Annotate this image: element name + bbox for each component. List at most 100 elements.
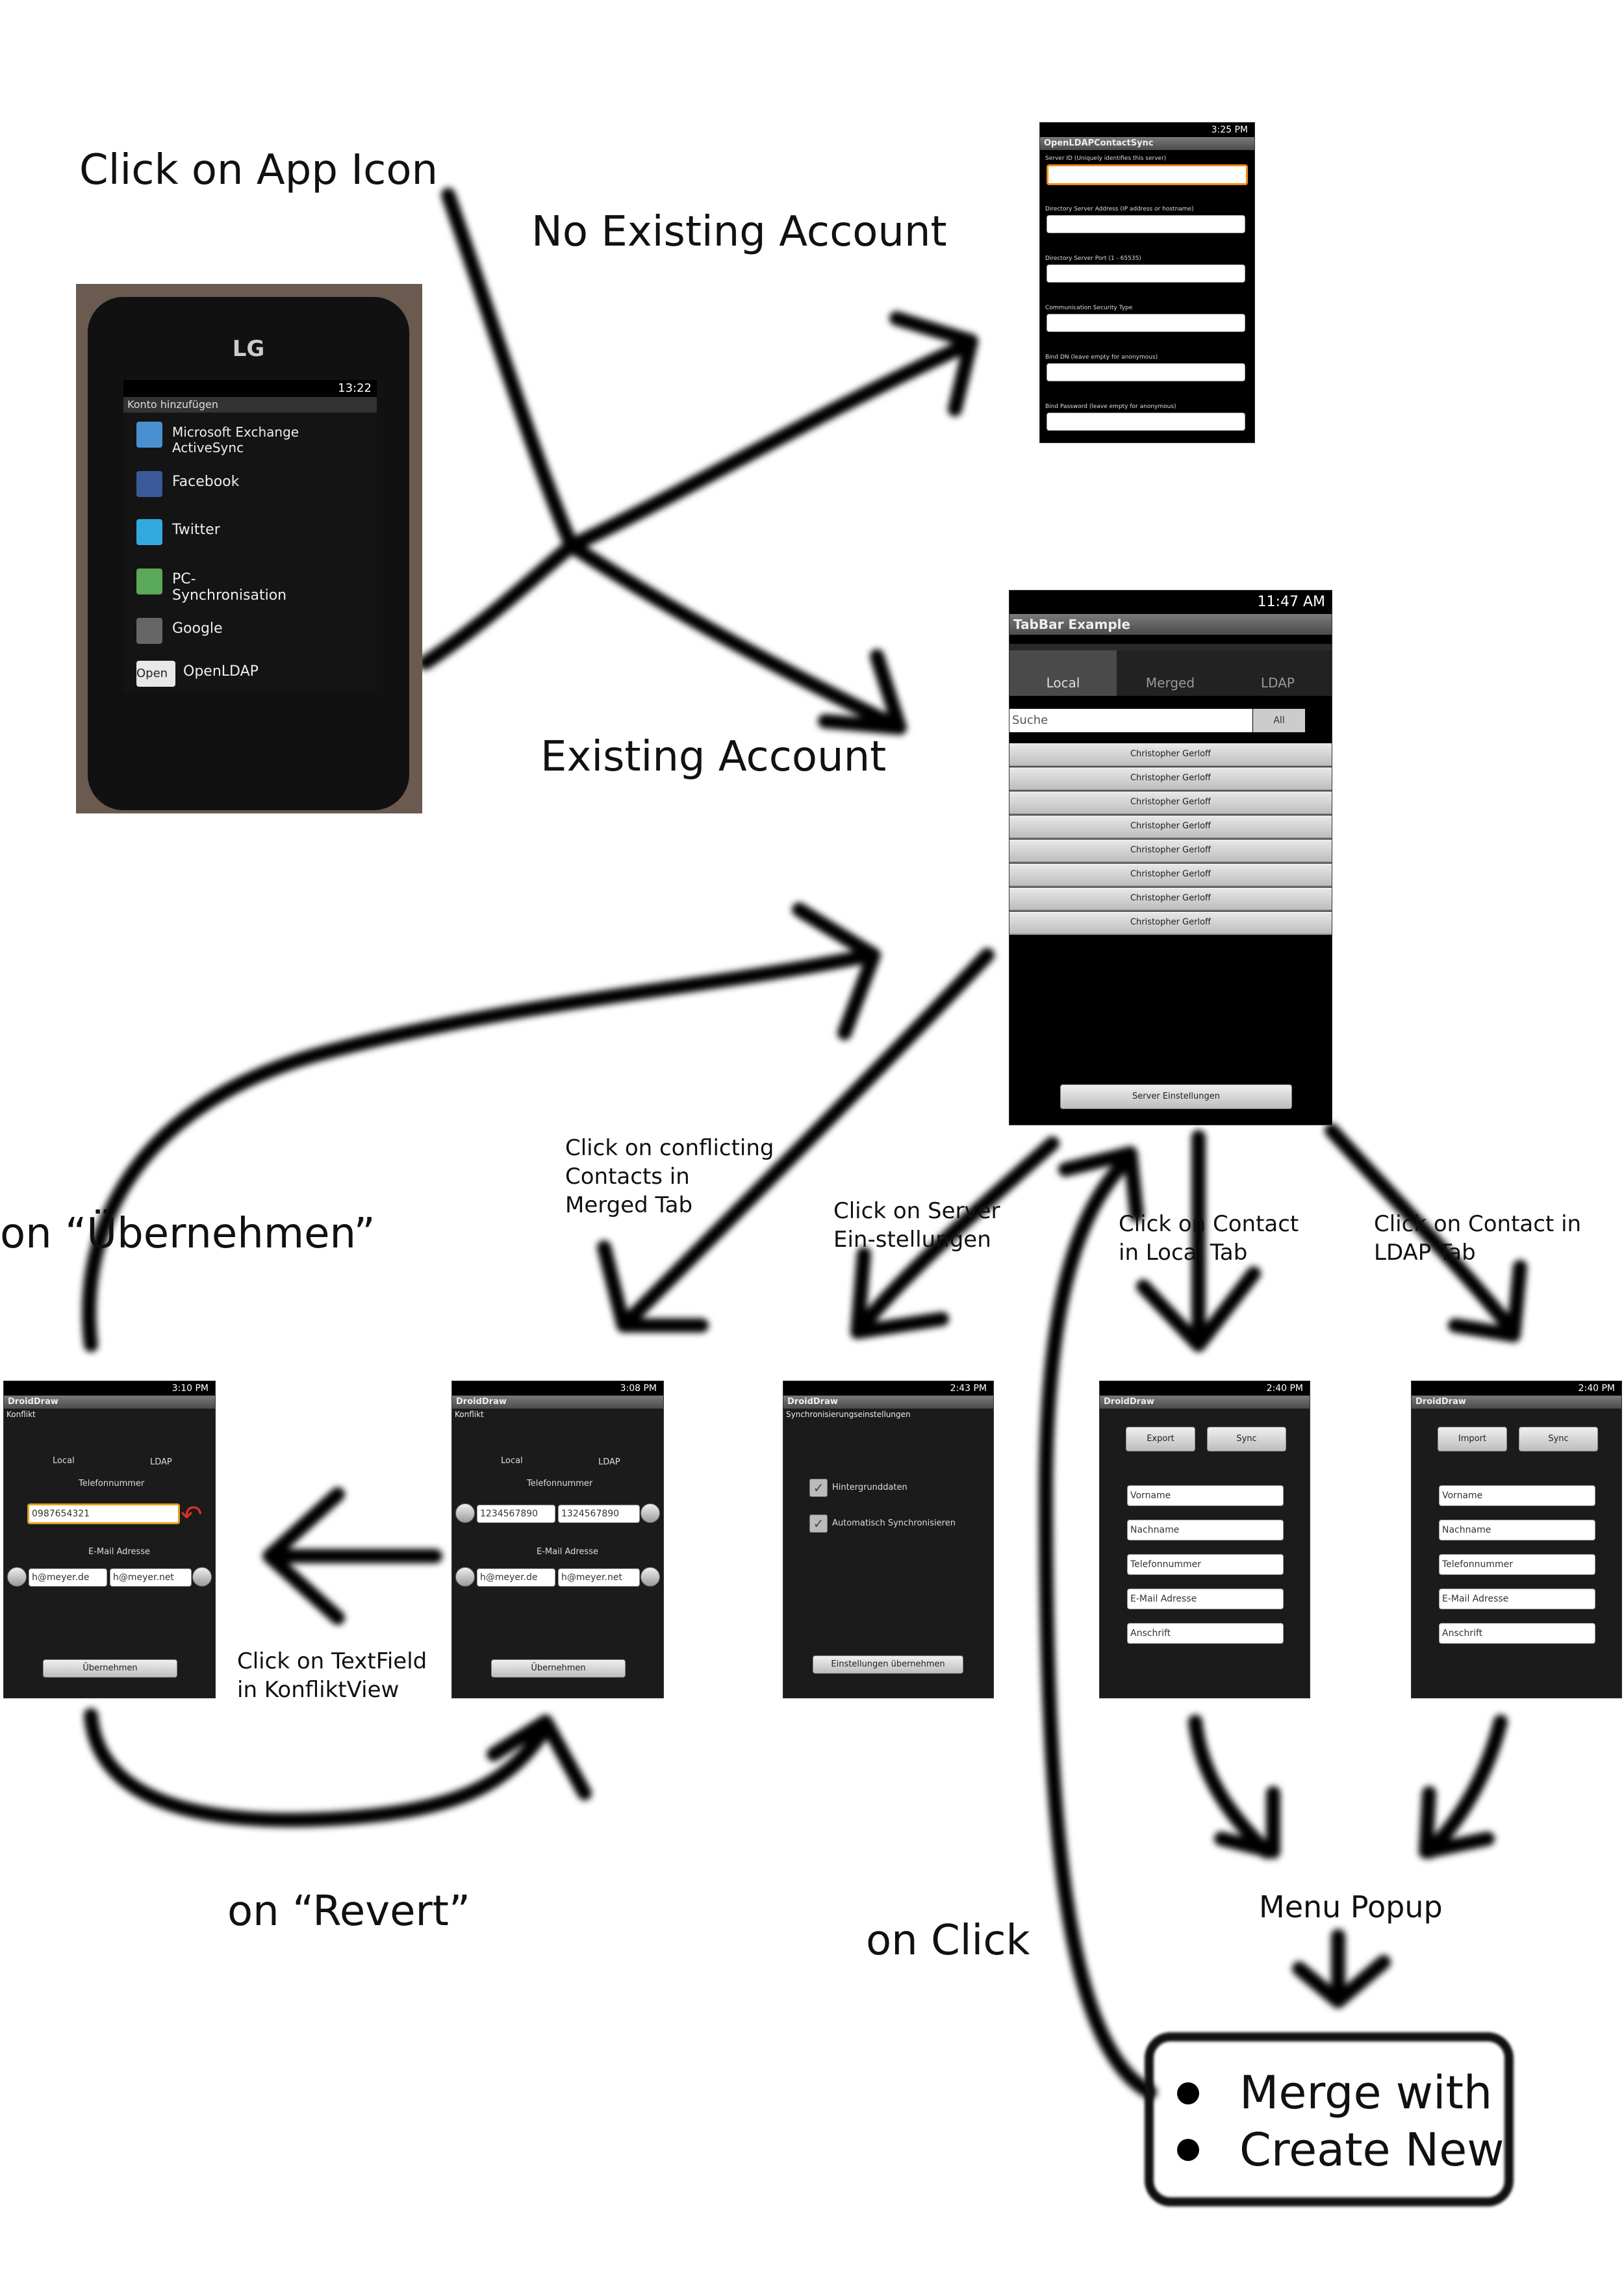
search-input[interactable]: Suche [1009, 709, 1252, 732]
status-bar: 2:40 PM [1100, 1381, 1310, 1396]
export-button[interactable]: Export [1126, 1427, 1195, 1451]
list-item[interactable]: Christopher Gerloff [1009, 791, 1332, 815]
facebook-icon [136, 471, 162, 497]
server-id-field[interactable] [1047, 164, 1248, 185]
address-field[interactable]: Anschrift [1127, 1623, 1284, 1644]
radio-button[interactable] [7, 1567, 27, 1587]
label-click-server: Click on Server Ein-stellungen [833, 1198, 1000, 1253]
label-click-app-icon: Click on App Icon [79, 146, 438, 194]
label-no-existing-account: No Existing Account [531, 208, 947, 256]
checkbox[interactable]: ✓ [809, 1514, 828, 1533]
arrow-head-uebernehmen [792, 902, 881, 1040]
phone-photo: LG 13:22 Konto hinzufügen Microsoft Exch… [76, 284, 422, 813]
arrow-to-tabs [418, 539, 907, 735]
arrow-ldap-menu [1422, 1715, 1508, 1859]
filter-select[interactable]: All [1253, 709, 1305, 732]
radio-button[interactable] [192, 1567, 212, 1587]
popup-create-new[interactable]: Create New [1239, 2123, 1504, 2177]
app-title: TabBar Example [1009, 614, 1332, 635]
phone-screen: 13:22 Konto hinzufügen Microsoft Exchang… [123, 380, 377, 692]
bind-dn-field[interactable] [1047, 363, 1245, 381]
apply-settings-button[interactable]: Einstellungen übernehmen [813, 1655, 963, 1674]
server-settings-button[interactable]: Server Einstellungen [1060, 1084, 1292, 1109]
arrow-head-konflikt [597, 1240, 709, 1333]
email-ldap-field[interactable]: h@meyer.net [110, 1568, 192, 1587]
tab-merged[interactable]: Merged [1117, 650, 1224, 696]
label-click-conflicting: Click on conflicting Contacts in Merged … [565, 1135, 774, 1218]
list-item[interactable]: Christopher Gerloff [1009, 743, 1332, 767]
label-on-revert: on “Revert” [227, 1887, 471, 1935]
status-bar: 3:10 PM [4, 1381, 215, 1396]
list-item[interactable]: Christopher Gerloff [1009, 888, 1332, 911]
status-bar: 3:08 PM [452, 1381, 663, 1396]
phone-title: Konto hinzufügen [123, 397, 377, 413]
pc-sync-icon [136, 568, 162, 594]
list-item[interactable]: Christopher Gerloff [1009, 863, 1332, 887]
screen-subtitle: Konflikt [6, 1410, 36, 1419]
list-item[interactable]: Christopher Gerloff [1009, 767, 1332, 791]
tabbar-screen: 11:47 AM TabBar Example Local Merged LDA… [1009, 590, 1332, 1125]
last-name-field[interactable]: Nachname [1439, 1520, 1595, 1540]
app-title: DroidDraw [4, 1396, 215, 1409]
address-field[interactable]: Anschrift [1439, 1623, 1595, 1644]
tab-ldap[interactable]: LDAP [1224, 650, 1332, 696]
phone-field[interactable]: Telefonnummer [1127, 1554, 1284, 1575]
arrow-head-ldap-menu [1419, 1786, 1495, 1859]
list-item[interactable]: Christopher Gerloff [1009, 815, 1332, 839]
last-name-field[interactable]: Nachname [1127, 1520, 1284, 1540]
uebernehmen-button[interactable]: Übernehmen [491, 1659, 626, 1678]
phone-field[interactable]: 0987654321 [27, 1503, 180, 1524]
phone-brand: LG [232, 336, 265, 362]
label-click-ldap: Click on Contact in LDAP Tab [1374, 1211, 1582, 1266]
tab-local[interactable]: Local [1009, 650, 1117, 696]
popup-merge-with[interactable]: Merge with [1239, 2066, 1493, 2119]
email-field[interactable]: E-Mail Adresse [1439, 1589, 1595, 1609]
app-title: DroidDraw [1100, 1396, 1310, 1409]
bind-password-field[interactable] [1047, 413, 1245, 431]
phone-local-field[interactable]: 1234567890 [477, 1505, 555, 1523]
checkbox[interactable]: ✓ [809, 1479, 828, 1497]
list-item[interactable]: Christopher Gerloff [1009, 912, 1332, 935]
arrow-head-ldap [1448, 1260, 1527, 1342]
label-click-local: Click on Contact in Local Tab [1119, 1211, 1299, 1266]
radio-button[interactable] [641, 1567, 660, 1587]
bullet-icon [1177, 2139, 1199, 2161]
screen-subtitle: Konflikt [455, 1410, 484, 1419]
arrow-on-click [1039, 1149, 1157, 2099]
email-ldap-field[interactable]: h@meyer.net [558, 1568, 640, 1587]
uebernehmen-button[interactable]: Übernehmen [43, 1659, 177, 1678]
app-title: DroidDraw [452, 1396, 663, 1409]
arrow-head-local [1136, 1266, 1261, 1352]
phone-ldap-field[interactable]: 1324567890 [558, 1505, 640, 1523]
menu-popup [1145, 2032, 1514, 2206]
konflikt-screen-1: 3:10 PM DroidDraw Konflikt Local LDAP Te… [3, 1381, 216, 1698]
status-bar: 3:25 PM [1040, 123, 1254, 137]
email-local-field[interactable]: h@meyer.de [29, 1568, 107, 1587]
radio-button[interactable] [641, 1503, 660, 1523]
konflikt-screen-2: 3:08 PM DroidDraw Konflikt Local LDAP Te… [451, 1381, 664, 1698]
sync-settings-screen: 2:43 PM DroidDraw Synchronisierungseinst… [783, 1381, 994, 1698]
local-contact-screen: 2:40 PM DroidDraw Export Sync Vorname Na… [1099, 1381, 1310, 1698]
phone-field[interactable]: Telefonnummer [1439, 1554, 1595, 1575]
import-button[interactable]: Import [1438, 1427, 1507, 1451]
server-setup-screen: 3:25 PM OpenLDAPContactSync Server ID (U… [1039, 122, 1255, 443]
revert-icon[interactable]: ↶ [181, 1500, 203, 1530]
server-address-field[interactable] [1047, 215, 1245, 233]
server-port-field[interactable] [1047, 264, 1245, 283]
radio-button[interactable] [455, 1567, 475, 1587]
first-name-field[interactable]: Vorname [1127, 1485, 1284, 1506]
email-field[interactable]: E-Mail Adresse [1127, 1589, 1284, 1609]
openldap-icon: Open [136, 661, 175, 687]
email-local-field[interactable]: h@meyer.de [477, 1568, 555, 1587]
status-bar: 2:43 PM [783, 1381, 993, 1396]
sync-button[interactable]: Sync [1207, 1427, 1286, 1451]
security-type-select[interactable] [1047, 314, 1245, 332]
list-item[interactable]: Christopher Gerloff [1009, 839, 1332, 863]
status-bar: 2:40 PM [1412, 1381, 1621, 1396]
screen-subtitle: Synchronisierungseinstellungen [786, 1410, 911, 1419]
radio-button[interactable] [455, 1503, 475, 1523]
label-on-click: on Click [866, 1917, 1030, 1965]
first-name-field[interactable]: Vorname [1439, 1485, 1595, 1506]
sync-button[interactable]: Sync [1519, 1427, 1598, 1451]
